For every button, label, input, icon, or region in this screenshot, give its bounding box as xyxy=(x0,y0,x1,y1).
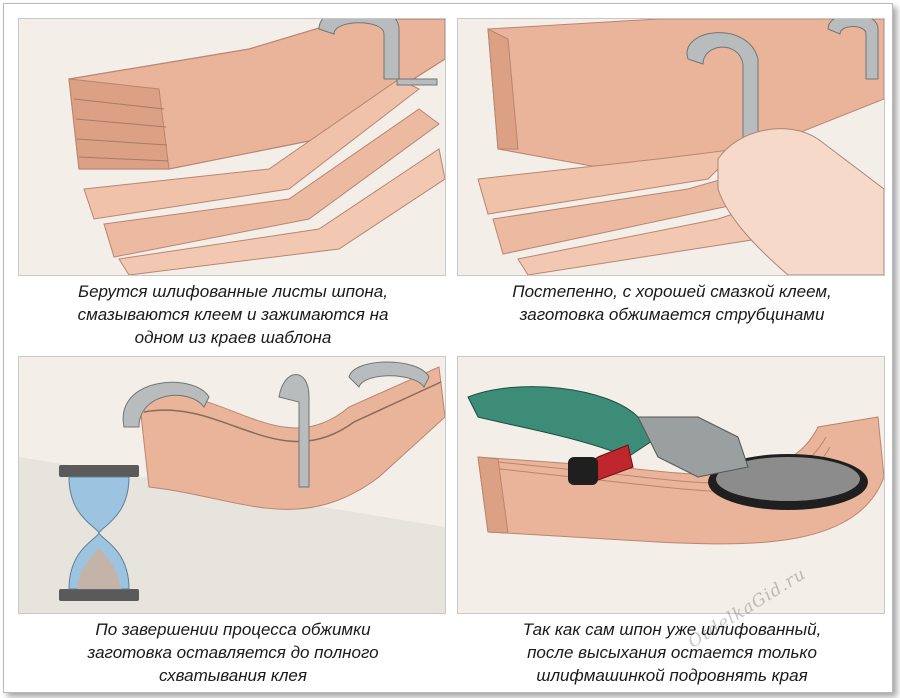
step-1-illustration xyxy=(18,18,446,276)
angle-grinder-icon xyxy=(467,386,868,510)
step-3-illustration xyxy=(18,356,446,614)
caption-line: одном из краев шаблона xyxy=(134,328,332,347)
glued-blank xyxy=(138,366,445,510)
clamp-icon xyxy=(122,381,210,428)
caption-line: Берутся шлифованные листы шпона, xyxy=(78,282,388,301)
hand-icon xyxy=(717,128,884,275)
caption-line: после высыхания остается только xyxy=(527,643,817,662)
caption-line: Постепенно, с хорошей смазкой клеем, xyxy=(512,282,832,301)
step-panel-3: По завершении процесса обжимки заготовка… xyxy=(18,356,448,687)
clamp-icon xyxy=(318,19,400,80)
caption-line: заготовка обжимается струбцинами xyxy=(519,305,825,324)
step-1-caption: Берутся шлифованные листы шпона, смазыва… xyxy=(18,280,448,349)
step-2-caption: Постепенно, с хорошей смазкой клеем, заг… xyxy=(457,280,887,326)
illustration-frame: Берутся шлифованные листы шпона, смазыва… xyxy=(3,3,893,693)
caption-line: смазываются клеем и зажимаются на xyxy=(77,305,389,324)
hourglass-icon xyxy=(59,465,139,601)
step-4-caption: Так как сам шпон уже шлифованный, после … xyxy=(457,618,887,687)
step-panel-2: Постепенно, с хорошей смазкой клеем, заг… xyxy=(457,18,887,326)
step-panel-4: Так как сам шпон уже шлифованный, после … xyxy=(457,356,887,687)
step-2-illustration xyxy=(457,18,885,276)
step-4-illustration xyxy=(457,356,885,614)
caption-line: схватывания клея xyxy=(159,666,307,685)
caption-line: шлифмашинкой подровнять края xyxy=(536,666,808,685)
caption-line: заготовка оставляется до полного xyxy=(87,643,379,662)
step-3-caption: По завершении процесса обжимки заготовка… xyxy=(18,618,448,687)
step-panel-1: Берутся шлифованные листы шпона, смазыва… xyxy=(18,18,448,349)
caption-line: Так как сам шпон уже шлифованный, xyxy=(522,620,822,639)
caption-line: По завершении процесса обжимки xyxy=(95,620,371,639)
